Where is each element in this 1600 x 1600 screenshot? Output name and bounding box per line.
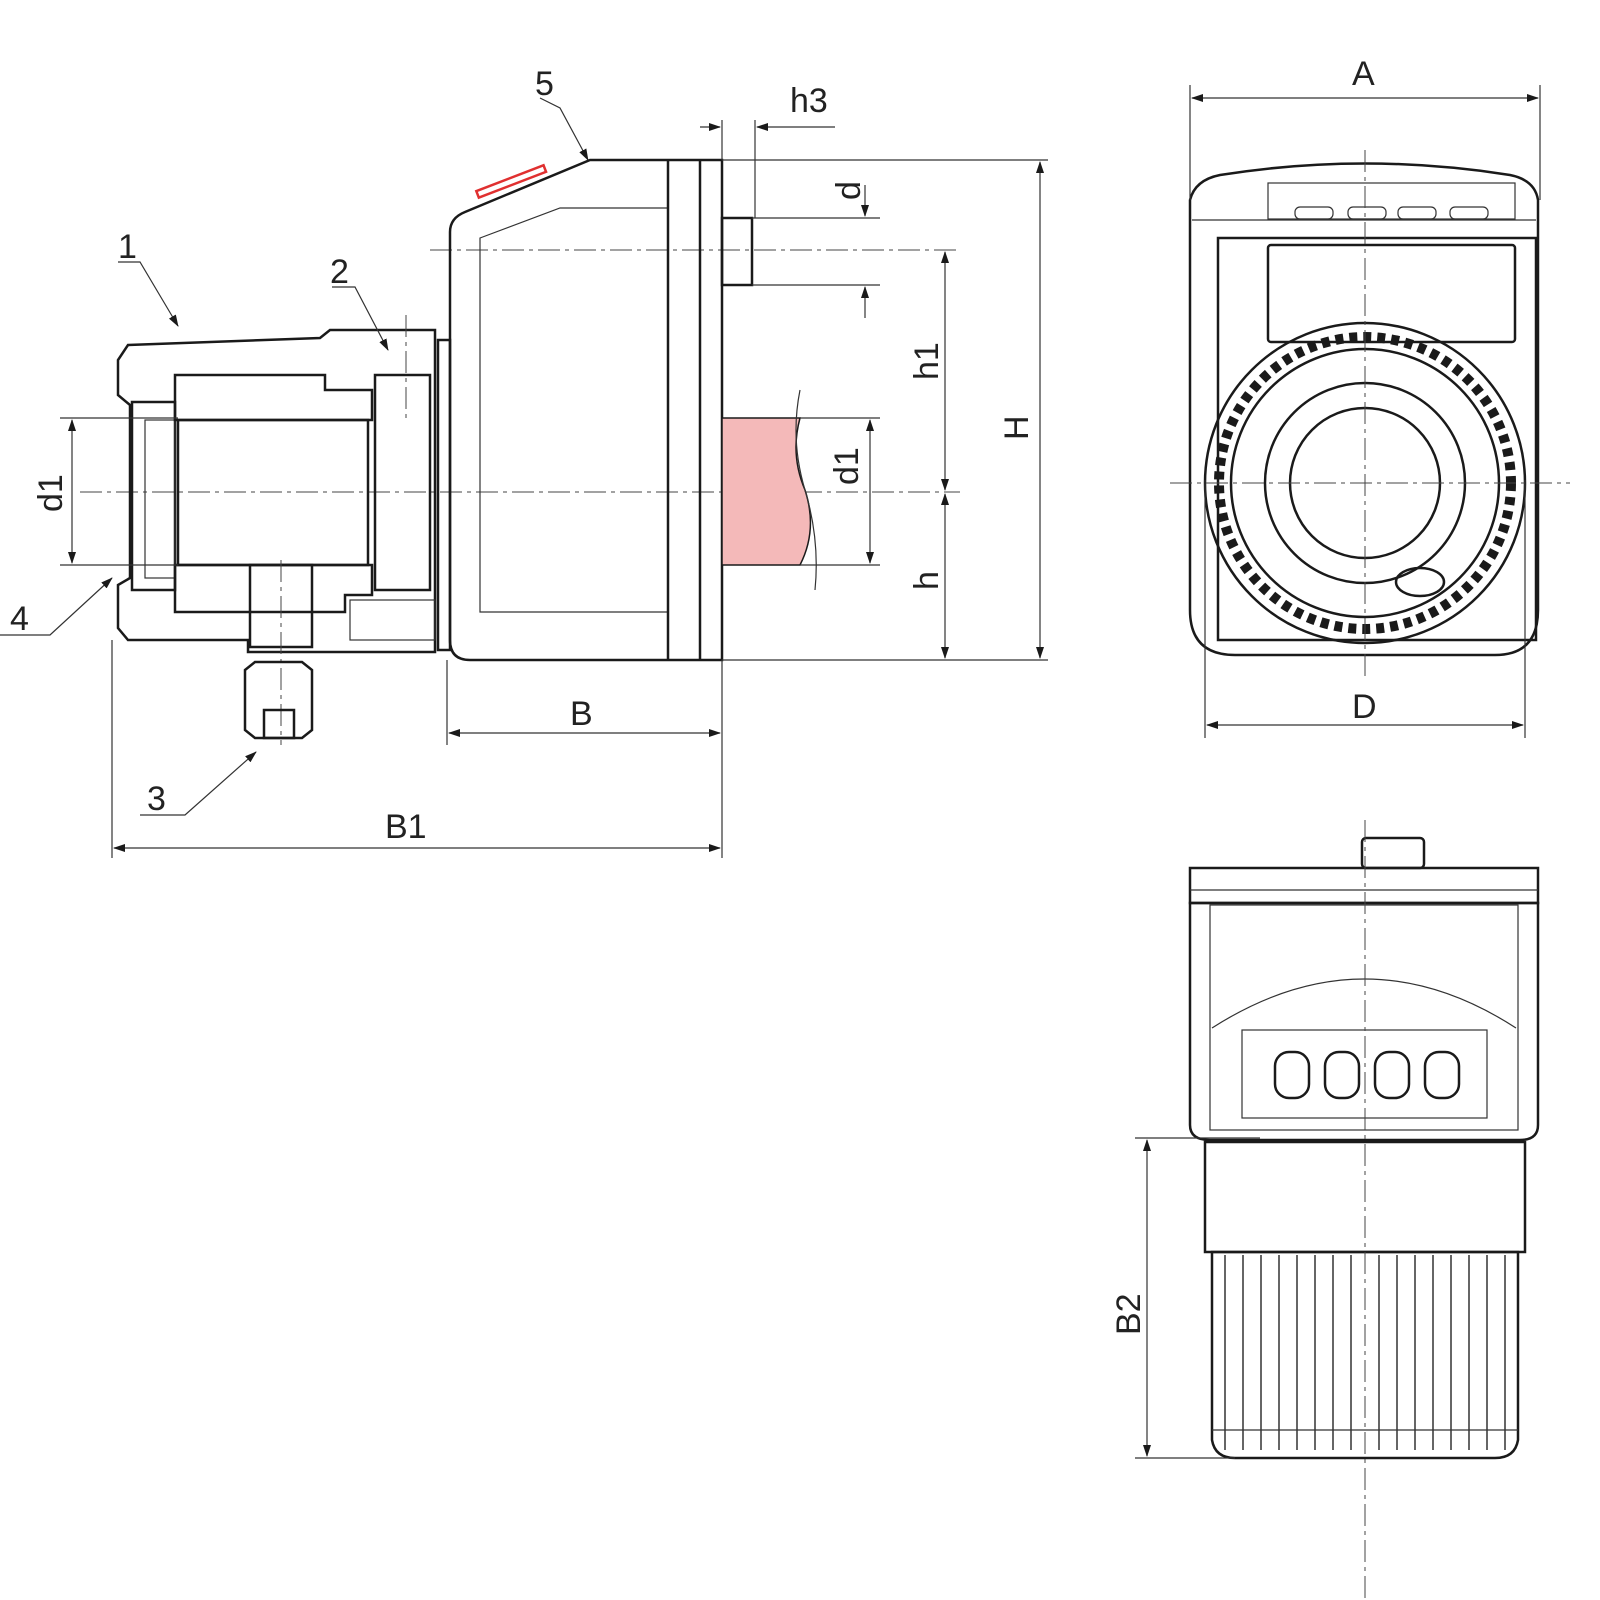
part-label-1: 1 xyxy=(118,228,137,266)
dim-h1: h1 xyxy=(908,342,946,380)
dim-B: B xyxy=(570,695,593,733)
bottom-view: B2 xyxy=(1110,820,1540,1600)
dim-H: H xyxy=(998,415,1036,440)
part-label-2: 2 xyxy=(330,253,349,291)
body-spacer xyxy=(436,338,452,652)
dim-d: d xyxy=(830,181,868,200)
bottom-arc xyxy=(1211,978,1517,1029)
bottom-panel xyxy=(1209,904,1519,1131)
part-label-4: 4 xyxy=(10,600,29,638)
dimensions-side xyxy=(0,97,1048,858)
front-housing xyxy=(1188,162,1540,657)
break-line xyxy=(795,389,817,591)
groove xyxy=(349,599,436,641)
front-view: A D xyxy=(1170,55,1570,738)
dim-h3: h3 xyxy=(790,82,828,120)
bottom-top-plate xyxy=(1188,866,1540,905)
lcd-display xyxy=(1266,243,1517,344)
keypad-strip xyxy=(1267,182,1516,220)
bushing xyxy=(173,373,374,614)
seal-ring xyxy=(130,400,177,592)
dim-D: D xyxy=(1352,688,1377,726)
labels-side: 1 2 3 4 5 h3 d h1 H d1 d1 h B B1 xyxy=(10,65,1036,846)
dim-A: A xyxy=(1352,55,1375,93)
seal-inner xyxy=(144,419,176,579)
part-label-5: 5 xyxy=(535,65,554,103)
bottom-keys xyxy=(1273,1050,1461,1100)
set-screw xyxy=(243,660,314,740)
pin xyxy=(720,216,754,287)
knurled-knob xyxy=(1210,1250,1520,1460)
front-frame xyxy=(1216,236,1538,642)
front-keys xyxy=(1294,206,1489,220)
side-view xyxy=(80,158,960,745)
bottom-housing xyxy=(1188,901,1540,1142)
bottom-pin xyxy=(1360,836,1426,870)
body-panel xyxy=(479,207,669,613)
red-marker xyxy=(474,163,548,200)
dim-d1-right: d1 xyxy=(828,447,866,485)
indicator-body xyxy=(448,158,724,662)
collar-housing xyxy=(116,328,437,654)
dim-d1-left: d1 xyxy=(32,474,70,512)
part-label-3: 3 xyxy=(147,780,166,818)
dim-h: h xyxy=(908,571,946,590)
shaft xyxy=(721,417,812,566)
dim-B1: B1 xyxy=(385,808,427,846)
knurl-lines xyxy=(1224,1255,1506,1450)
ring-element xyxy=(373,373,432,592)
dim-B2: B2 xyxy=(1110,1293,1148,1335)
knob-handle xyxy=(1394,566,1446,598)
